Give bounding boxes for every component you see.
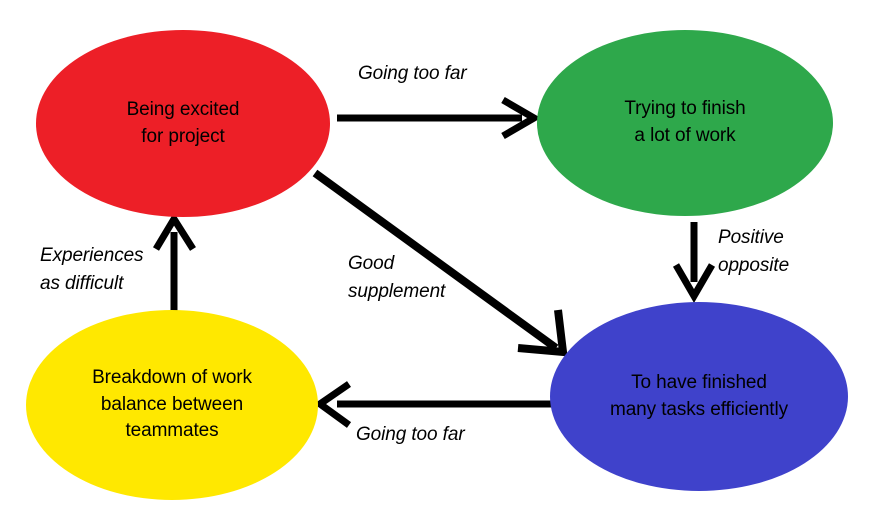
edge-finish-work-to-finished-tasks bbox=[672, 222, 716, 303]
edge-label-finish-work-to-finished-tasks: Positive opposite bbox=[718, 227, 790, 276]
node-label: To have finished many tasks efficiently bbox=[609, 371, 789, 420]
arrowhead bbox=[152, 212, 196, 251]
edge-label-finished-tasks-to-breakdown: Going too far bbox=[356, 424, 465, 445]
edge-label-breakdown-to-excited: Experiences as difficult bbox=[40, 245, 144, 294]
edge-label-excited-to-finish-work: Going too far bbox=[358, 63, 467, 84]
edge-excited-to-finish-work bbox=[337, 96, 541, 140]
edge-finished-tasks-to-breakdown bbox=[313, 381, 551, 428]
node-being-excited-for-project[interactable]: Being excited for project bbox=[36, 30, 330, 217]
node-to-have-finished-many-tasks-efficiently[interactable]: To have finished many tasks efficiently bbox=[550, 302, 848, 491]
arrowhead bbox=[313, 381, 352, 428]
edge-label-excited-to-finished-tasks: Good supplement bbox=[348, 253, 446, 302]
edge-breakdown-to-excited bbox=[152, 212, 196, 312]
node-trying-to-finish-a-lot-of-work[interactable]: Trying to finish a lot of work bbox=[537, 30, 833, 216]
arrowhead bbox=[517, 309, 568, 357]
node-label: Trying to finish a lot of work bbox=[624, 98, 746, 146]
arrowhead bbox=[501, 96, 541, 140]
edge-excited-to-finished-tasks bbox=[312, 169, 568, 357]
node-label: Breakdown of work balance between teamma… bbox=[92, 366, 252, 442]
arrowhead bbox=[672, 263, 716, 303]
node-label: Being excited for project bbox=[126, 98, 240, 147]
edge-line bbox=[312, 169, 559, 352]
node-breakdown-of-work-balance-between-teammates[interactable]: Breakdown of work balance between teamma… bbox=[26, 310, 318, 500]
